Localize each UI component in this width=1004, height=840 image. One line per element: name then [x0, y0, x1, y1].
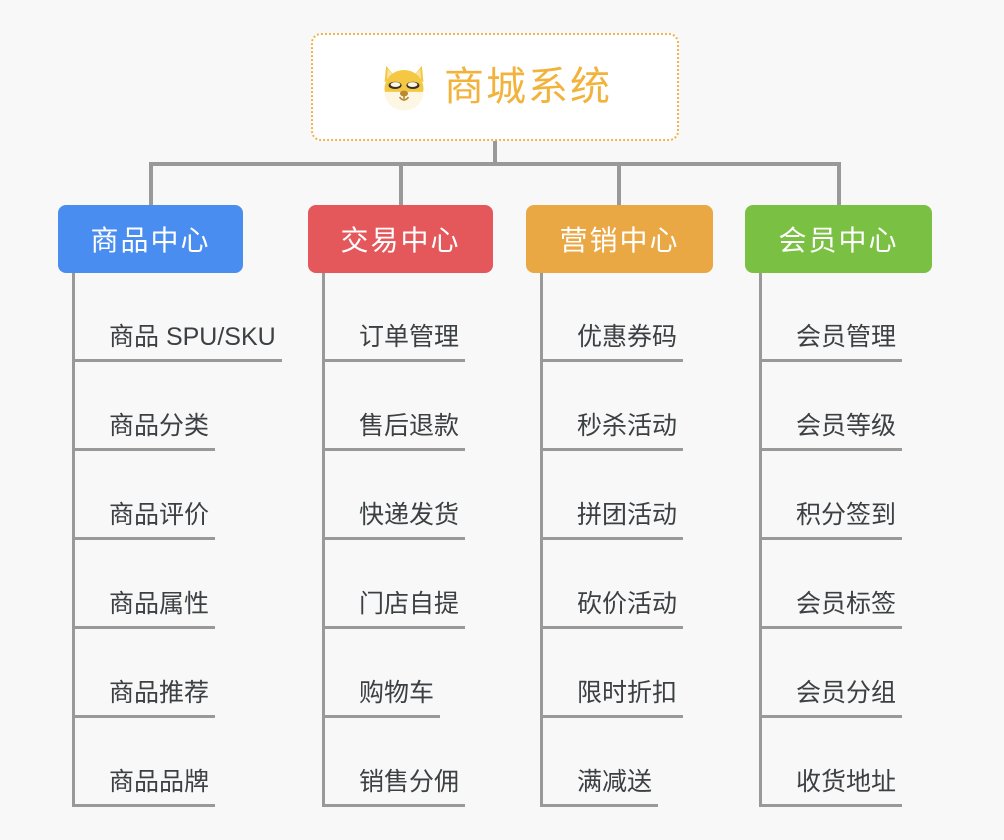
leaf-label: 拼团活动: [571, 495, 684, 540]
leaf-label: 商品评价: [103, 495, 216, 540]
list-item[interactable]: 商品推荐: [75, 629, 282, 718]
leaf-list-marketing-center: 优惠券码 秒杀活动 拼团活动 砍价活动 限时折扣 满减送: [540, 273, 713, 807]
leaf-list-product-center: 商品 SPU/SKU 商品分类 商品评价 商品属性 商品推荐 商品品牌: [72, 273, 282, 807]
list-item[interactable]: 门店自提: [325, 540, 493, 629]
connector-root-stem: [493, 141, 497, 165]
leaf-label: 商品属性: [103, 584, 216, 629]
root-title: 商城系统: [444, 65, 612, 109]
connector-horizontal-bus: [149, 162, 841, 166]
leaf-label: 限时折扣: [571, 673, 684, 718]
list-item[interactable]: 会员分组: [762, 629, 932, 718]
leaf-label: 会员分组: [790, 673, 903, 718]
list-item[interactable]: 售后退款: [325, 362, 493, 451]
leaf-label: 商品推荐: [103, 673, 216, 718]
list-item[interactable]: 会员标签: [762, 540, 932, 629]
leaf-label: 快递发货: [353, 495, 466, 540]
list-item[interactable]: 会员等级: [762, 362, 932, 451]
leaf-label: 优惠券码: [571, 317, 684, 362]
column-header-trade-center[interactable]: 交易中心: [308, 205, 493, 273]
leaf-label: 会员等级: [790, 406, 903, 451]
leaf-label: 积分签到: [790, 495, 903, 540]
list-item[interactable]: 商品品牌: [75, 718, 282, 807]
root-node[interactable]: 商城系统: [311, 33, 679, 141]
connector-drop-column-1: [149, 162, 153, 207]
column-trade-center: 交易中心 订单管理 售后退款 快递发货 门店自提 购物车 销售分佣: [308, 205, 493, 807]
connector-drop-column-3: [617, 162, 621, 207]
leaf-label: 商品 SPU/SKU: [103, 317, 282, 362]
leaf-label: 订单管理: [353, 317, 466, 362]
leaf-list-trade-center: 订单管理 售后退款 快递发货 门店自提 购物车 销售分佣: [322, 273, 493, 807]
list-item[interactable]: 优惠券码: [543, 273, 713, 362]
list-item[interactable]: 秒杀活动: [543, 362, 713, 451]
list-item[interactable]: 收货地址: [762, 718, 932, 807]
list-item[interactable]: 商品属性: [75, 540, 282, 629]
leaf-label: 会员标签: [790, 584, 903, 629]
shiba-inu-dog-face-icon: [384, 65, 424, 111]
list-item[interactable]: 商品分类: [75, 362, 282, 451]
column-product-center: 商品中心 商品 SPU/SKU 商品分类 商品评价 商品属性 商品推荐 商品品牌: [58, 205, 282, 807]
connector-drop-column-4: [837, 162, 841, 207]
list-item[interactable]: 购物车: [325, 629, 493, 718]
leaf-label: 购物车: [353, 673, 441, 718]
connector-drop-column-2: [399, 162, 403, 207]
leaf-label: 满减送: [571, 762, 659, 807]
column-header-product-center[interactable]: 商品中心: [58, 205, 243, 273]
leaf-list-member-center: 会员管理 会员等级 积分签到 会员标签 会员分组 收货地址: [759, 273, 932, 807]
leaf-label: 商品分类: [103, 406, 216, 451]
leaf-label: 秒杀活动: [571, 406, 684, 451]
column-marketing-center: 营销中心 优惠券码 秒杀活动 拼团活动 砍价活动 限时折扣 满减送: [526, 205, 713, 807]
leaf-label: 售后退款: [353, 406, 466, 451]
list-item[interactable]: 快递发货: [325, 451, 493, 540]
leaf-label: 销售分佣: [353, 762, 466, 807]
column-header-member-center[interactable]: 会员中心: [745, 205, 932, 273]
leaf-label: 门店自提: [353, 584, 466, 629]
list-item[interactable]: 限时折扣: [543, 629, 713, 718]
list-item[interactable]: 会员管理: [762, 273, 932, 362]
leaf-label: 商品品牌: [103, 762, 216, 807]
list-item[interactable]: 销售分佣: [325, 718, 493, 807]
list-item[interactable]: 砍价活动: [543, 540, 713, 629]
leaf-label: 收货地址: [790, 762, 903, 807]
list-item[interactable]: 满减送: [543, 718, 713, 807]
leaf-label: 砍价活动: [571, 584, 684, 629]
leaf-label: 会员管理: [790, 317, 903, 362]
column-header-marketing-center[interactable]: 营销中心: [526, 205, 713, 273]
list-item[interactable]: 拼团活动: [543, 451, 713, 540]
column-member-center: 会员中心 会员管理 会员等级 积分签到 会员标签 会员分组 收货地址: [745, 205, 932, 807]
list-item[interactable]: 商品 SPU/SKU: [75, 273, 282, 362]
list-item[interactable]: 积分签到: [762, 451, 932, 540]
list-item[interactable]: 商品评价: [75, 451, 282, 540]
list-item[interactable]: 订单管理: [325, 273, 493, 362]
